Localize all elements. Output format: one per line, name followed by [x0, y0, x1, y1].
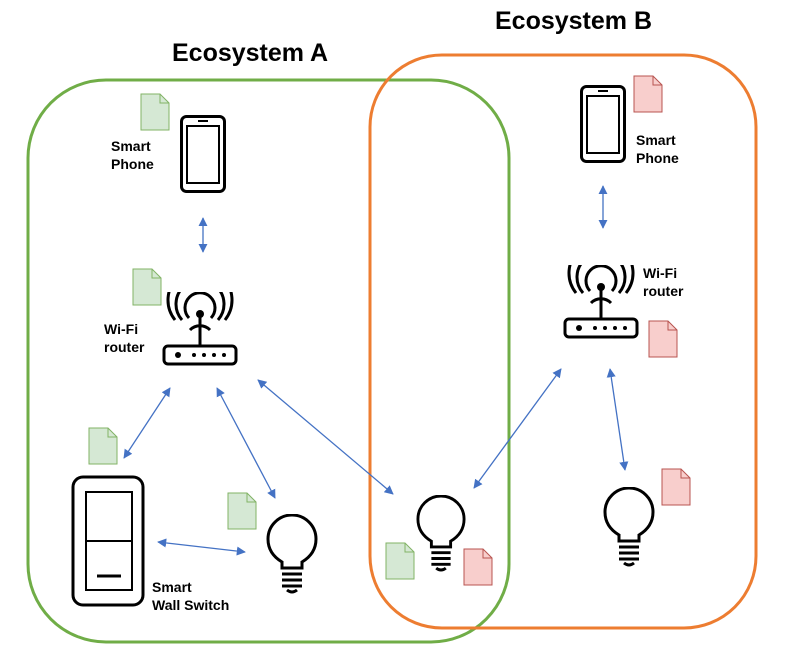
smartphone-b-label: Smart Phone — [636, 131, 679, 167]
arrow-a-router-shared-bulb — [257, 379, 394, 495]
shared-light-bulb-icon — [416, 495, 466, 572]
document-icon — [132, 268, 162, 306]
wall-switch-label: Smart Wall Switch — [152, 578, 229, 614]
document-icon — [661, 468, 691, 506]
wifi-router-icon-b — [563, 265, 639, 339]
ecosystem-b-boundary — [368, 53, 758, 630]
router-b-label-line2: router — [643, 283, 684, 299]
router-a-label: Wi-Fi router — [104, 320, 144, 356]
arrow-a-router-switch — [123, 387, 171, 459]
router-a-label-line1: Wi-Fi — [104, 321, 139, 337]
wall-switch-label-line1: Smart — [152, 579, 192, 595]
arrow-b-router-shared-bulb — [473, 368, 562, 489]
connections — [123, 185, 629, 556]
router-b-label: Wi-Fi router — [643, 264, 683, 300]
smartphone-icon — [180, 115, 226, 193]
ecosystem-b-title: Ecosystem B — [495, 7, 653, 35]
document-icon — [385, 542, 415, 580]
smartphone-a-label: Smart Phone — [111, 137, 154, 173]
document-icon — [227, 492, 257, 530]
router-a-label-line2: router — [104, 339, 145, 355]
arrow-a-switch-bulb — [157, 538, 246, 556]
arrow-b-router-bulb — [606, 368, 629, 471]
document-icon — [88, 427, 118, 465]
light-bulb-icon-b — [603, 487, 655, 567]
smartphone-a-label-line1: Smart — [111, 138, 151, 154]
wifi-router-icon — [162, 292, 238, 366]
wall-switch-label-line2: Wall Switch — [152, 597, 230, 613]
document-icon — [633, 75, 663, 113]
document-icon — [463, 548, 493, 586]
smartphone-icon-b — [580, 85, 626, 163]
smartphone-b-label-line2: Phone — [636, 150, 679, 166]
wall-switch-icon — [71, 475, 145, 607]
ecosystem-a-title: Ecosystem A — [172, 39, 329, 67]
document-icon — [648, 320, 678, 358]
arrow-a-router-bulb — [216, 387, 276, 499]
light-bulb-icon — [266, 514, 318, 594]
ecosystem-a-boundary — [26, 78, 511, 644]
document-icon — [140, 93, 170, 131]
smartphone-b-label-line1: Smart — [636, 132, 676, 148]
smartphone-a-label-line2: Phone — [111, 156, 154, 172]
router-b-label-line1: Wi-Fi — [643, 265, 678, 281]
